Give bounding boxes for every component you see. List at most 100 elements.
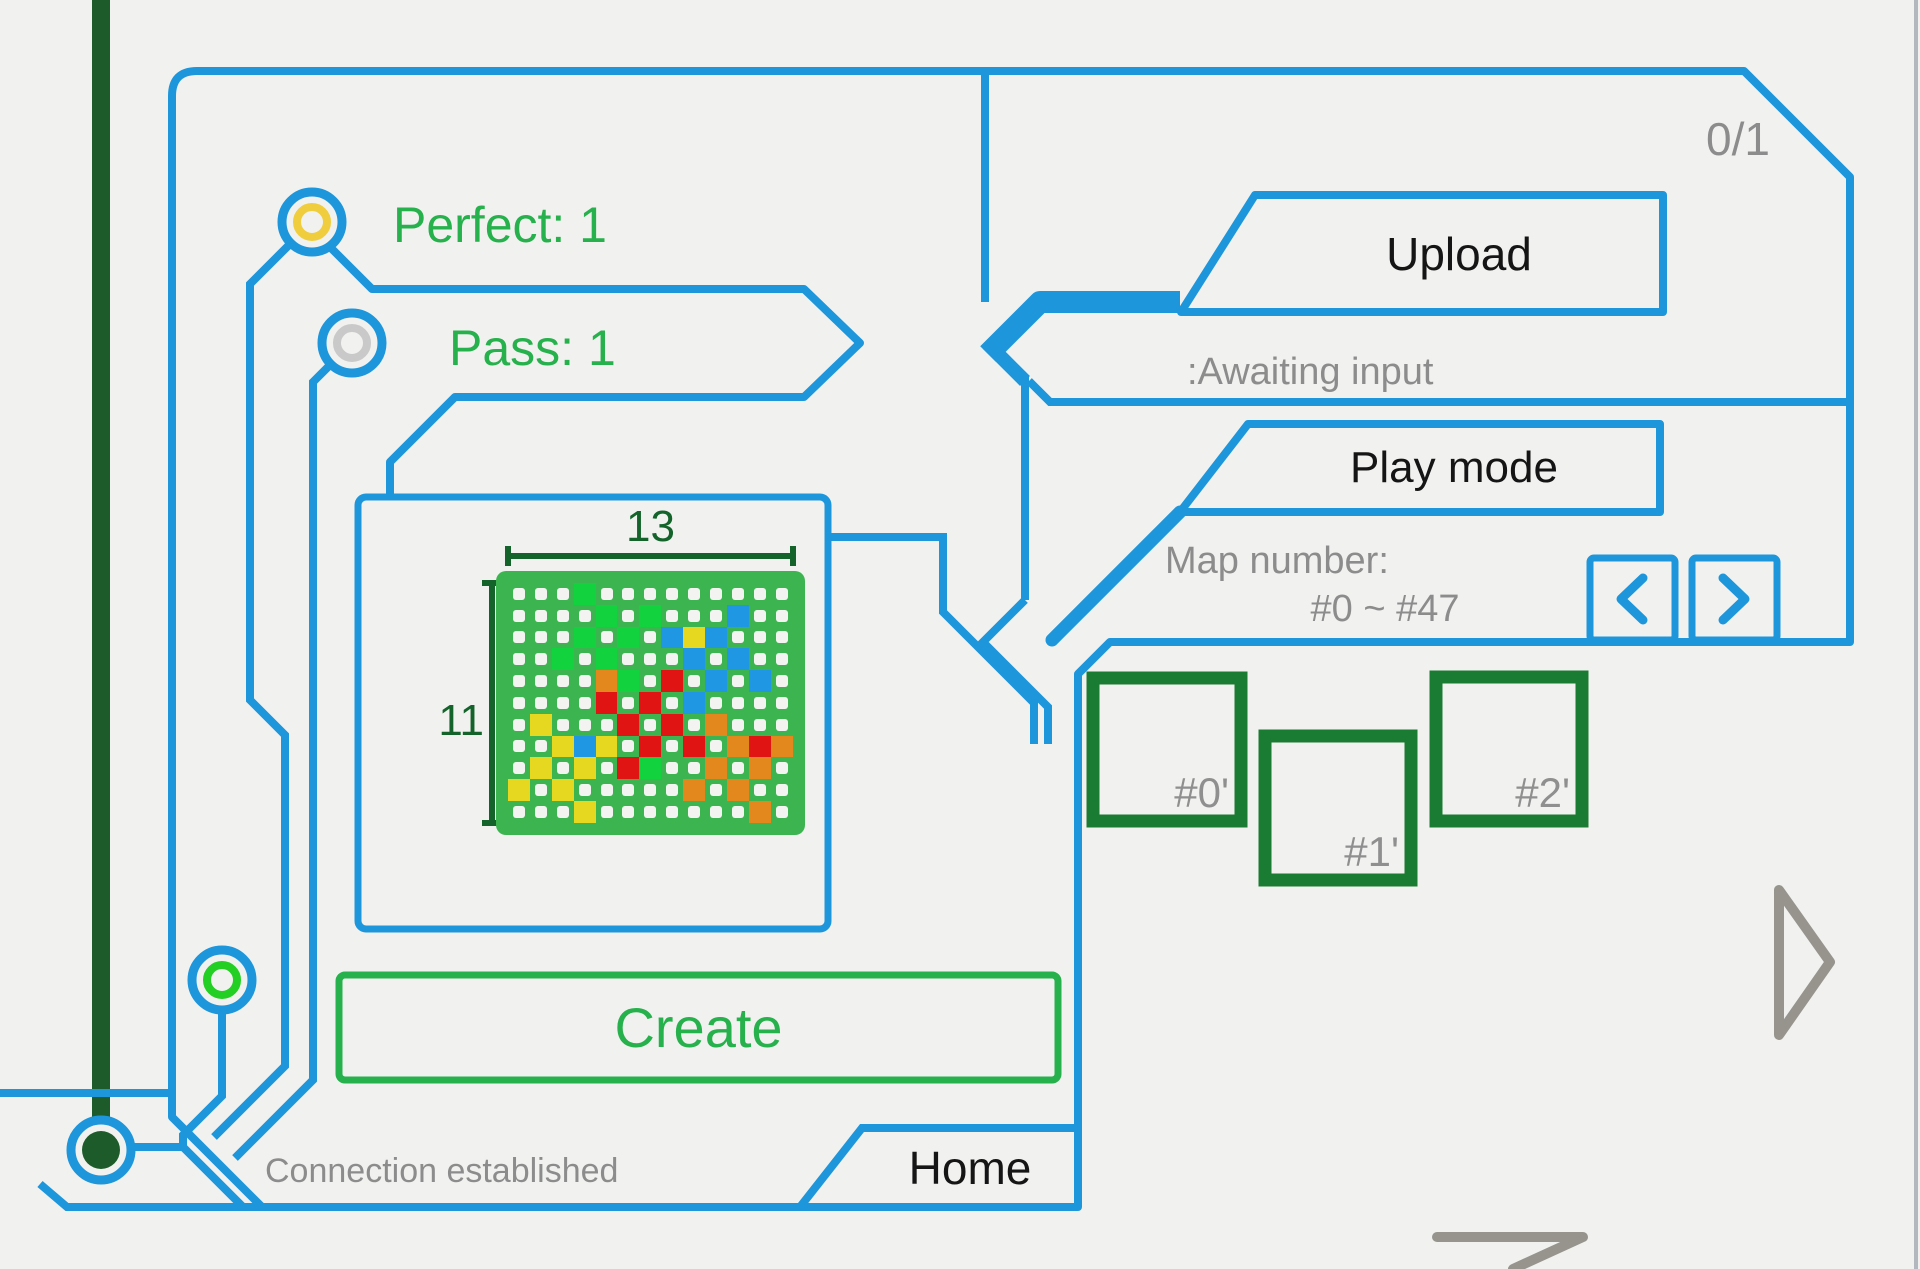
grid-cell-empty[interactable] bbox=[617, 583, 639, 605]
grid-cell-empty[interactable] bbox=[574, 670, 596, 692]
map-slot-0[interactable]: #0' bbox=[1093, 678, 1241, 821]
grid-cell[interactable] bbox=[661, 713, 684, 736]
grid-cell-empty[interactable] bbox=[639, 670, 661, 692]
grid-cell-empty[interactable] bbox=[771, 605, 793, 627]
grid-cell-empty[interactable] bbox=[508, 714, 530, 736]
grid-cell[interactable] bbox=[617, 713, 640, 736]
map-slot-1[interactable]: #1' bbox=[1265, 736, 1411, 880]
grid-cell-empty[interactable] bbox=[705, 583, 727, 605]
grid-cell-empty[interactable] bbox=[749, 627, 771, 649]
grid-cell[interactable] bbox=[573, 735, 596, 758]
grid-cell[interactable] bbox=[573, 626, 596, 649]
grid-cell-empty[interactable] bbox=[727, 801, 749, 823]
grid-cell-empty[interactable] bbox=[705, 692, 727, 714]
grid-cell-empty[interactable] bbox=[596, 757, 618, 779]
grid-cell-empty[interactable] bbox=[508, 670, 530, 692]
grid-cell-empty[interactable] bbox=[508, 627, 530, 649]
grid-cell-empty[interactable] bbox=[617, 779, 639, 801]
grid-cell-empty[interactable] bbox=[639, 779, 661, 801]
grid-cell[interactable] bbox=[617, 670, 640, 692]
grid-cell-empty[interactable] bbox=[639, 714, 661, 736]
grid-cell-empty[interactable] bbox=[683, 757, 705, 779]
grid-cell-empty[interactable] bbox=[574, 605, 596, 627]
grid-cell-empty[interactable] bbox=[530, 779, 552, 801]
grid-cell[interactable] bbox=[683, 626, 706, 649]
grid-cell-empty[interactable] bbox=[661, 736, 683, 758]
grid-cell-empty[interactable] bbox=[552, 670, 574, 692]
grid-cell-empty[interactable] bbox=[596, 801, 618, 823]
grid-cell-empty[interactable] bbox=[727, 692, 749, 714]
grid-cell[interactable] bbox=[639, 757, 662, 780]
home-button[interactable]: Home bbox=[862, 1128, 1078, 1207]
grid-cell-empty[interactable] bbox=[508, 648, 530, 670]
grid-cell[interactable] bbox=[617, 626, 640, 649]
grid-cell-empty[interactable] bbox=[617, 736, 639, 758]
grid-cell[interactable] bbox=[551, 779, 574, 801]
grid-cell-empty[interactable] bbox=[661, 757, 683, 779]
grid-cell-empty[interactable] bbox=[683, 801, 705, 823]
grid-cell-empty[interactable] bbox=[530, 583, 552, 605]
grid-cell-empty[interactable] bbox=[530, 627, 552, 649]
grid-cell[interactable] bbox=[726, 604, 749, 627]
grid-cell-empty[interactable] bbox=[727, 714, 749, 736]
grid-cell[interactable] bbox=[595, 648, 618, 671]
grid-cell[interactable] bbox=[705, 626, 727, 649]
grid-cell-empty[interactable] bbox=[574, 779, 596, 801]
grid-cell-empty[interactable] bbox=[617, 648, 639, 670]
grid-cell[interactable] bbox=[573, 757, 596, 780]
grid-cell[interactable] bbox=[573, 800, 596, 823]
grid-cell[interactable] bbox=[639, 735, 662, 758]
next-page-icon[interactable] bbox=[1774, 885, 1835, 1040]
grid-cell[interactable] bbox=[595, 604, 618, 627]
grid-cell-empty[interactable] bbox=[552, 627, 574, 649]
grid-cell-empty[interactable] bbox=[771, 714, 793, 736]
grid-cell-empty[interactable] bbox=[530, 670, 552, 692]
grid-cell-empty[interactable] bbox=[683, 605, 705, 627]
grid-cell-empty[interactable] bbox=[596, 779, 618, 801]
grid-cell[interactable] bbox=[595, 691, 618, 714]
grid-cell[interactable] bbox=[726, 779, 749, 801]
grid-cell-empty[interactable] bbox=[574, 692, 596, 714]
grid-cell-empty[interactable] bbox=[661, 779, 683, 801]
grid-cell-empty[interactable] bbox=[705, 779, 727, 801]
pixel-grid[interactable] bbox=[496, 571, 805, 835]
grid-cell[interactable] bbox=[748, 735, 771, 758]
grid-cell-empty[interactable] bbox=[639, 583, 661, 605]
grid-cell-empty[interactable] bbox=[530, 605, 552, 627]
grid-cell-empty[interactable] bbox=[596, 627, 618, 649]
grid-cell-empty[interactable] bbox=[683, 583, 705, 605]
grid-cell-empty[interactable] bbox=[530, 736, 552, 758]
grid-cell[interactable] bbox=[705, 757, 727, 780]
grid-cell-empty[interactable] bbox=[639, 648, 661, 670]
grid-cell-empty[interactable] bbox=[771, 692, 793, 714]
prev-map-button[interactable] bbox=[1590, 558, 1675, 640]
map-slot-2[interactable]: #2' bbox=[1436, 677, 1582, 821]
grid-cell-empty[interactable] bbox=[771, 583, 793, 605]
grid-cell-empty[interactable] bbox=[771, 670, 793, 692]
grid-cell-empty[interactable] bbox=[749, 605, 771, 627]
grid-cell-empty[interactable] bbox=[727, 670, 749, 692]
grid-cell-empty[interactable] bbox=[574, 714, 596, 736]
grid-cell-empty[interactable] bbox=[661, 605, 683, 627]
grid-cell-empty[interactable] bbox=[552, 692, 574, 714]
grid-cell[interactable] bbox=[705, 713, 727, 736]
upload-button[interactable]: Upload bbox=[1255, 195, 1663, 312]
grid-cell[interactable] bbox=[770, 735, 793, 758]
grid-cell-empty[interactable] bbox=[771, 757, 793, 779]
grid-cell-empty[interactable] bbox=[639, 627, 661, 649]
grid-cell-empty[interactable] bbox=[727, 757, 749, 779]
grid-cell-empty[interactable] bbox=[552, 757, 574, 779]
grid-cell-empty[interactable] bbox=[771, 627, 793, 649]
grid-cell[interactable] bbox=[529, 757, 552, 780]
grid-cell[interactable] bbox=[748, 757, 771, 780]
grid-cell[interactable] bbox=[529, 713, 552, 736]
grid-cell[interactable] bbox=[661, 626, 684, 649]
grid-cell-empty[interactable] bbox=[749, 779, 771, 801]
grid-cell[interactable] bbox=[551, 648, 574, 671]
grid-cell-empty[interactable] bbox=[508, 757, 530, 779]
grid-cell[interactable] bbox=[683, 779, 706, 801]
grid-cell[interactable] bbox=[748, 800, 771, 823]
grid-cell-empty[interactable] bbox=[508, 736, 530, 758]
next-map-button[interactable] bbox=[1692, 558, 1777, 640]
grid-cell-empty[interactable] bbox=[661, 801, 683, 823]
